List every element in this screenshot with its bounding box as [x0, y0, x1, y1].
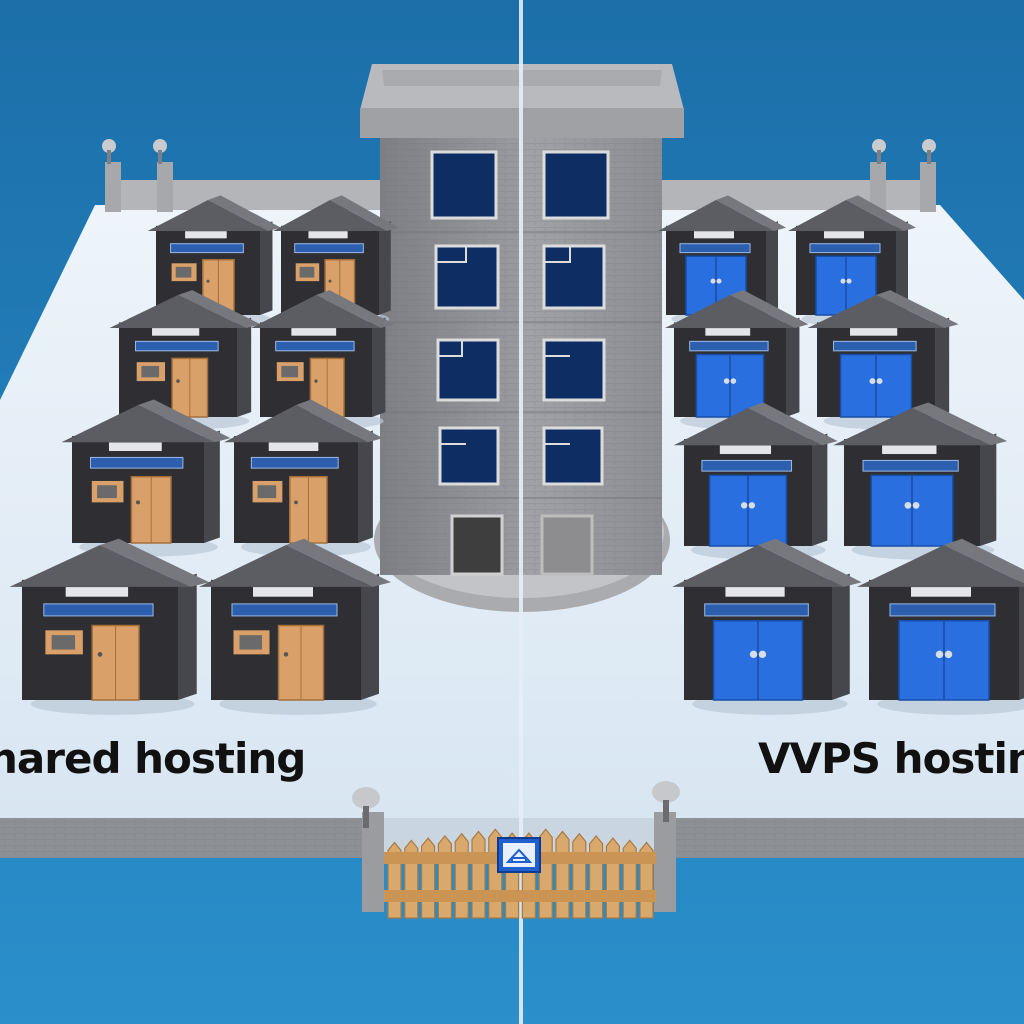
vps-hosting-shed	[807, 290, 959, 430]
apartment-building	[360, 64, 684, 576]
vps-hosting-label: VVPS hosting	[758, 734, 1024, 783]
gate-picket	[421, 837, 436, 919]
front-wall	[0, 781, 1024, 912]
gate-picket	[605, 837, 621, 919]
shared-hosting-shed	[199, 538, 391, 715]
vps-hosting-shed	[857, 538, 1024, 715]
gate-picket	[471, 830, 486, 919]
gate-picket	[588, 834, 604, 919]
back-wall-right	[660, 139, 936, 212]
shared-hosting-shed	[9, 538, 210, 715]
gate-picket	[437, 834, 452, 919]
shed-group	[9, 195, 1024, 715]
shared-hosting-shed	[251, 290, 395, 430]
divider-line	[519, 0, 523, 1024]
back-wall-left	[102, 139, 388, 212]
house-sign-icon	[497, 837, 541, 873]
building-door-left	[450, 514, 504, 576]
gate-picket	[538, 828, 553, 919]
gate-picket	[404, 839, 419, 919]
building-door-right	[540, 514, 594, 576]
gate-picket	[454, 832, 469, 919]
vps-hosting-shed	[672, 538, 862, 715]
gate-picket	[572, 832, 587, 919]
gate-picket	[555, 830, 570, 919]
shared-hosting-shed	[61, 399, 231, 557]
shared-hosting-label: hared hosting	[0, 734, 306, 783]
gate-picket	[622, 839, 637, 919]
